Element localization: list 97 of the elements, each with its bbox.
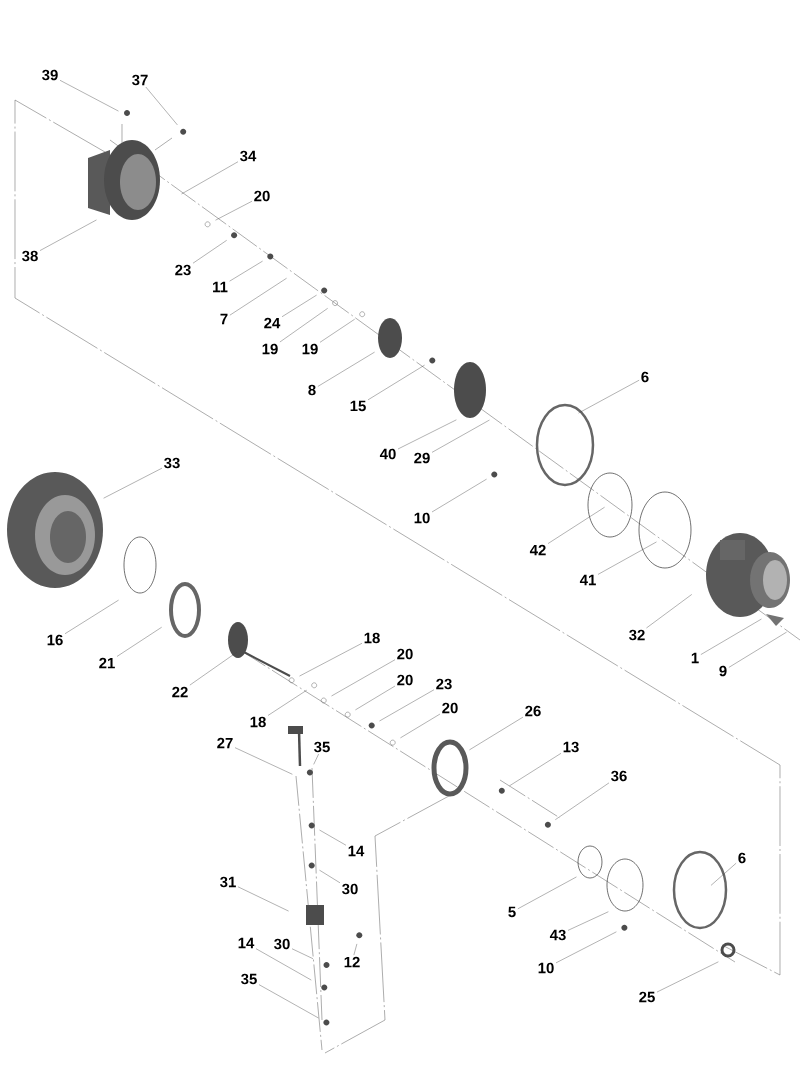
callout-number: 14 (348, 845, 365, 857)
callout-number: 6 (738, 852, 746, 864)
leader-line (656, 961, 719, 993)
leader-line (379, 689, 435, 722)
leader-line (64, 599, 119, 634)
leader-line (431, 478, 487, 513)
leader-line (281, 294, 317, 317)
leader-line (317, 351, 375, 387)
leader-line (367, 364, 425, 401)
callout-number: 43 (549, 929, 566, 941)
leader-line (331, 659, 396, 697)
leader-line (319, 319, 355, 343)
leader-line (397, 419, 457, 450)
leader-line (229, 260, 263, 282)
callout-number: 12 (344, 956, 360, 968)
callout-number: 23 (175, 264, 191, 276)
leader-line (578, 380, 640, 414)
leader-line (181, 161, 239, 195)
callout-number: 38 (22, 250, 38, 262)
leader-line (710, 862, 737, 886)
leader-line (103, 467, 163, 499)
leader-line (299, 643, 363, 677)
callout-number: 18 (250, 716, 266, 728)
leader-line (353, 943, 358, 956)
callout-number: 14 (238, 937, 255, 949)
leader-line (291, 948, 314, 959)
leader-line (355, 685, 396, 711)
callout-number: 26 (525, 705, 541, 717)
callout-number: 34 (240, 150, 257, 162)
leader-line (192, 240, 227, 264)
callout-number: 35 (314, 741, 330, 753)
leader-line (255, 948, 312, 981)
leader-line (567, 911, 609, 931)
leader-line (700, 618, 762, 655)
callout-number: 33 (164, 457, 180, 469)
leader-line (237, 886, 289, 912)
callout-number: 20 (254, 190, 270, 202)
leader-line (229, 278, 287, 316)
leader-line (517, 876, 577, 910)
callout-number: 35 (241, 973, 257, 985)
leader-line (215, 201, 253, 221)
leader-line (116, 627, 162, 657)
callout-number: 42 (529, 544, 546, 556)
callout-number: 37 (132, 74, 148, 86)
callout-number: 20 (397, 674, 413, 686)
callout-number: 32 (629, 629, 645, 641)
callout-number: 39 (42, 69, 58, 81)
callout-number: 1 (691, 652, 699, 664)
callout-number: 5 (508, 906, 516, 918)
leader-line (728, 631, 787, 668)
callout-number: 6 (641, 371, 649, 383)
callout-number: 18 (364, 632, 380, 644)
callout-number: 29 (414, 452, 430, 464)
callout-number: 36 (611, 770, 627, 782)
leader-line (555, 931, 617, 964)
callout-number: 22 (172, 686, 188, 698)
callout-number: 9 (719, 665, 727, 677)
leader-line (39, 219, 97, 251)
callout-number: 10 (414, 512, 430, 524)
callout-number: 8 (308, 384, 316, 396)
callout-number: 27 (217, 737, 233, 749)
callout-number: 25 (639, 991, 655, 1003)
callout-number: 19 (302, 343, 318, 355)
leader-line (509, 753, 562, 787)
callout-number: 40 (379, 448, 396, 460)
callout-number: 21 (99, 657, 115, 669)
leader-line (267, 690, 307, 716)
leader-line (646, 594, 692, 629)
callout-number: 16 (47, 634, 63, 646)
leader-line (597, 541, 657, 575)
leader-line (234, 747, 293, 775)
callout-number: 19 (262, 343, 278, 355)
callout-number: 30 (274, 938, 290, 950)
leader-line (555, 782, 610, 820)
callout-number: 7 (220, 313, 228, 325)
callout-number: 41 (579, 574, 596, 586)
leader-line (400, 713, 441, 739)
leader-line (319, 829, 347, 846)
callout-number: 20 (442, 702, 458, 714)
leader-line (469, 716, 524, 751)
callout-number: 30 (342, 883, 358, 895)
callout-number: 15 (350, 400, 366, 412)
leader-line (258, 984, 319, 1019)
leader-line (431, 419, 490, 453)
leader-line (279, 308, 328, 343)
leader-line (319, 869, 341, 884)
callout-number: 10 (538, 962, 554, 974)
callout-number: 11 (213, 281, 228, 293)
callout-number: 31 (220, 876, 236, 888)
callout-number: 23 (436, 678, 452, 690)
leader-line (313, 753, 319, 765)
leader-line (59, 80, 119, 112)
callout-number: 24 (264, 317, 281, 329)
callout-number: 13 (563, 741, 579, 753)
leader-line (145, 86, 178, 126)
callout-number: 20 (397, 648, 413, 660)
leader-line (547, 507, 605, 544)
